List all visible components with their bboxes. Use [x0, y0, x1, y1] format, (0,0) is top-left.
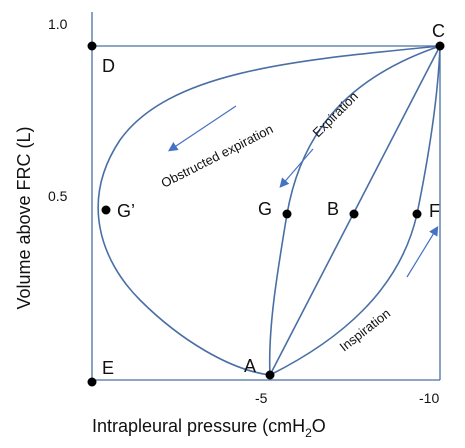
point-g-prime [101, 205, 111, 215]
x-tick-minus-5: -5 [255, 390, 268, 406]
expiration-curve [268, 45, 441, 376]
label-b: B [327, 199, 339, 219]
label-g: G [258, 199, 272, 219]
y-axis-title: Volume above FRC (L) [14, 126, 34, 309]
label-c: C [432, 21, 445, 41]
label-e: E [102, 358, 114, 378]
annotation-inspiration: Inspiration [337, 306, 394, 355]
point-c [435, 41, 445, 51]
point-e [87, 377, 97, 387]
x-axis-title-main: Intrapleural pressure (cmH [92, 416, 305, 436]
label-a: A [244, 356, 256, 376]
label-f: F [429, 201, 440, 221]
label-d: D [102, 56, 115, 76]
y-tick-0-5: 0.5 [48, 188, 68, 204]
x-axis-title-sub: 2 [305, 426, 312, 440]
obstructed-arrow [168, 105, 237, 152]
x-tick-minus-10: -10 [419, 390, 439, 406]
inspiration-arrow [406, 225, 439, 278]
label-g-prime: G’ [117, 201, 135, 221]
obstructed-loop-curve [97, 45, 441, 376]
x-axis-title-tail: O [312, 416, 326, 436]
point-g [282, 209, 292, 219]
point-d [87, 41, 97, 51]
annotation-obstructed-expiration: Obstructed expiration [159, 121, 276, 190]
point-b [349, 209, 359, 219]
annotation-expiration: Expiration [310, 89, 361, 140]
point-a [265, 370, 275, 380]
expiration-arrow [279, 148, 314, 188]
x-axis-title: Intrapleural pressure (cmH2O [92, 416, 326, 440]
y-tick-1-0: 1.0 [48, 16, 68, 32]
point-f [412, 209, 422, 219]
